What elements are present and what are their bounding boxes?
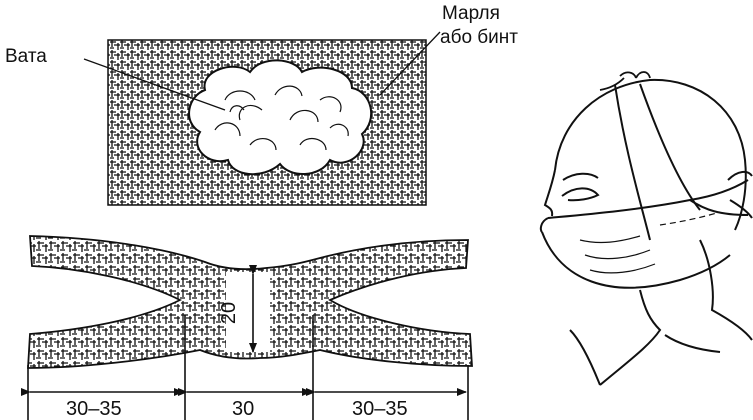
cotton-wool <box>189 60 371 174</box>
dimension-right: 30–35 <box>352 398 408 420</box>
dimension-left: 30–35 <box>66 398 122 420</box>
gauze-label-line2: або бинт <box>440 27 518 49</box>
head-with-mask-figure <box>541 72 752 385</box>
cotton-label: Вата <box>5 46 47 68</box>
dimension-middle: 30 <box>232 398 254 420</box>
dimension-height: 20 <box>218 302 240 324</box>
gauze-label-line1: Марля <box>442 3 500 25</box>
bandage-strip <box>28 236 472 368</box>
